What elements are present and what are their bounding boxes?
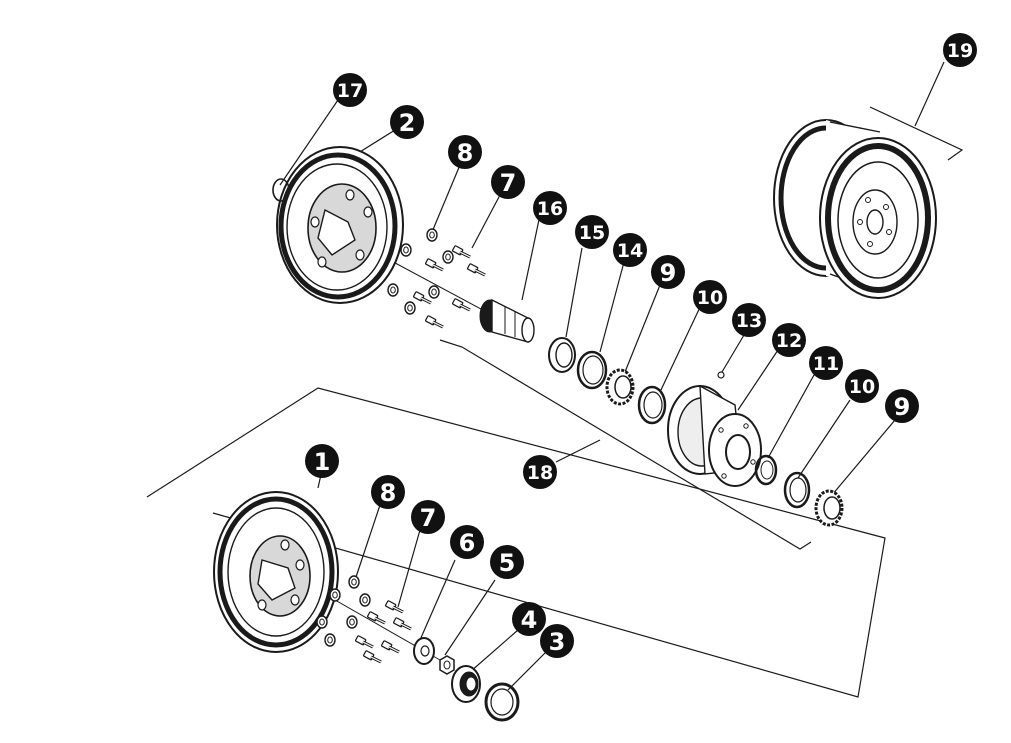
svg-text:17: 17 [337, 80, 363, 102]
svg-text:8: 8 [457, 139, 474, 167]
svg-text:16: 16 [537, 198, 563, 220]
callout-14: 14 [613, 233, 647, 267]
callout-9a: 9 [651, 255, 685, 289]
svg-text:7: 7 [420, 504, 437, 532]
part-15-seal [548, 337, 576, 373]
part-4-cap [451, 665, 481, 703]
part-13-nipple [717, 371, 725, 379]
svg-text:18: 18 [527, 462, 553, 484]
callout-5: 5 [490, 545, 524, 579]
callout-1: 1 [305, 444, 339, 478]
part-5-nut [439, 655, 455, 675]
callout-7a: 7 [491, 165, 525, 199]
svg-text:11: 11 [813, 353, 839, 375]
part-10-ring-lower [783, 471, 811, 509]
callout-15: 15 [575, 215, 609, 249]
part-9-bearing-lower [814, 489, 844, 527]
callout-11: 11 [809, 346, 843, 380]
part-9-bearing-upper [605, 368, 635, 406]
part-16-shaft [479, 298, 535, 343]
callout-3: 3 [540, 624, 574, 658]
svg-text:1: 1 [314, 448, 331, 476]
part-1-pulley [213, 491, 339, 653]
svg-text:12: 12 [776, 330, 802, 352]
part-12-hub [667, 384, 762, 487]
svg-text:13: 13 [736, 310, 762, 332]
part-6-washer [413, 637, 435, 665]
callout-9b: 9 [885, 389, 919, 423]
upper-fasteners [387, 228, 487, 329]
svg-text:10: 10 [697, 287, 723, 309]
part-10-ring-upper [637, 385, 667, 425]
callout-8a: 8 [448, 135, 482, 169]
callout-12: 12 [772, 323, 806, 357]
svg-text:3: 3 [549, 628, 566, 656]
part-14-ring [576, 350, 608, 390]
part-2-pulley [276, 146, 404, 304]
svg-text:2: 2 [399, 109, 416, 137]
part-17-ring [272, 178, 290, 202]
callout-8b: 8 [371, 475, 405, 509]
callout-10a: 10 [693, 280, 727, 314]
svg-text:9: 9 [660, 259, 677, 287]
svg-text:19: 19 [947, 40, 973, 62]
svg-text:6: 6 [459, 529, 476, 557]
svg-text:15: 15 [579, 222, 605, 244]
svg-text:8: 8 [380, 479, 397, 507]
part-3-ring [484, 682, 520, 722]
callout-10b: 10 [845, 369, 879, 403]
callout-4: 4 [512, 602, 546, 636]
svg-text:9: 9 [894, 393, 911, 421]
callout-17: 17 [333, 73, 367, 107]
svg-text:4: 4 [521, 606, 538, 634]
callout-6: 6 [450, 525, 484, 559]
callout-18: 18 [523, 455, 557, 489]
callout-19: 19 [943, 33, 977, 67]
callouts: 1 2 3 4 5 6 7 7 8 8 9 9 10 10 11 12 13 1… [305, 33, 977, 658]
svg-text:10: 10 [849, 376, 875, 398]
svg-text:14: 14 [617, 240, 643, 262]
part-19-assembly [773, 119, 937, 299]
svg-text:5: 5 [499, 549, 516, 577]
svg-text:7: 7 [500, 169, 517, 197]
callout-7b: 7 [411, 500, 445, 534]
callout-13: 13 [732, 303, 766, 337]
callout-2: 2 [390, 105, 424, 139]
callout-16: 16 [533, 191, 567, 225]
part-11-ring [754, 454, 778, 486]
